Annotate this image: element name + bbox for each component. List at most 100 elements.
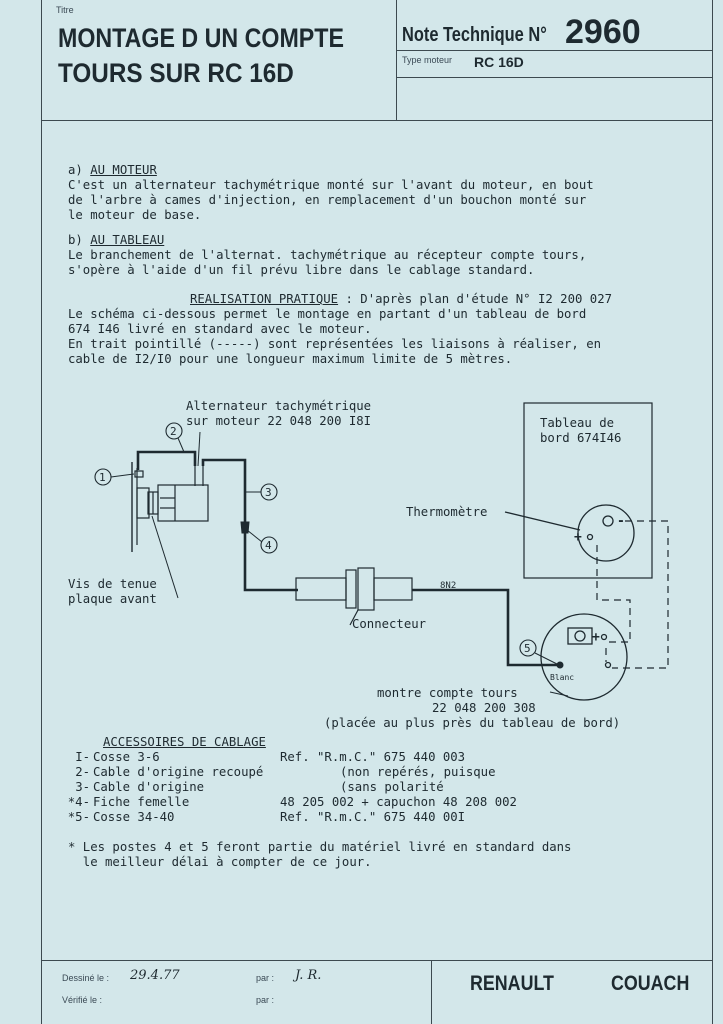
alternator-label-leader: [197, 431, 201, 467]
accessoire-ref-1: Ref. "R.m.C." 675 440 003: [280, 750, 466, 764]
section-a-line-3: le moteur de base.: [68, 208, 202, 222]
accessoires-note-line-2: le meilleur délai à compter de ce jour.: [68, 855, 372, 869]
callout-2-circle: [165, 422, 183, 440]
frame-right: [712, 0, 713, 1024]
accessoire-id-3: 3-: [75, 780, 90, 794]
section-b-label: b): [68, 233, 83, 247]
callout-5-number: 5: [524, 642, 531, 655]
accessoire-name-3: Cable d'origine: [93, 780, 205, 794]
section-a-line-1: C'est un alternateur tachymétrique monté…: [68, 178, 594, 192]
accessoire-name-2: Cable d'origine recoupé: [93, 765, 264, 779]
section-a-label: a): [68, 163, 83, 177]
realisation-line-2: 674 I46 livré en standard avec le moteur…: [68, 322, 372, 336]
tableau-de-bord-box: [523, 402, 653, 579]
accessoire-name-4: Fiche femelle: [93, 795, 190, 809]
header-bottom-rule: [41, 120, 713, 121]
callout-1-leader: [110, 473, 135, 478]
tableau-label-1: Tableau de: [540, 416, 614, 430]
callout-1-number: 1: [99, 471, 106, 484]
connector-ring: [345, 569, 357, 609]
thermometer-gauge: [577, 504, 635, 562]
tachometer-gauge: [540, 613, 628, 701]
realisation-heading: REALISATION PRATIQUE : D'après plan d'ét…: [190, 292, 612, 307]
tachometer-terminal-right: [600, 633, 608, 641]
thermometer-leader: [504, 511, 581, 531]
accessoire-ref-4: 48 205 002 + capuchon 48 208 002: [280, 795, 517, 809]
cosse-1: [134, 470, 144, 478]
section-b-line-2: s'opère à l'aide d'un fil prévu libre da…: [68, 263, 535, 277]
accessoire-name-5: Cosse 34-40: [93, 810, 175, 824]
tachometer-plus: +: [592, 630, 600, 645]
note-number: 2960: [565, 13, 641, 51]
thermometre-label: Thermomètre: [406, 505, 487, 519]
realisation-line-3: En trait pointillé (-----) sont représen…: [68, 337, 602, 351]
dashed-link-1: [612, 520, 669, 669]
par-value-1: J. R.: [295, 968, 322, 983]
callout-4-circle: [260, 536, 278, 554]
titre-label: Titre: [56, 5, 74, 15]
wire-2: [136, 450, 197, 470]
dessine-label: Dessiné le :: [62, 973, 110, 983]
accessoire-ref-3: (sans polarité: [340, 780, 444, 794]
accessoire-id-4: *4-: [67, 795, 90, 809]
connector-left-body: [295, 577, 347, 601]
alternator-label-2: sur moteur 22 048 200 I8I: [186, 414, 371, 428]
realisation-plan-ref: : D'après plan d'étude N° I2 200 027: [338, 292, 613, 306]
document-title-line2: TOURS SUR RC 16D: [58, 58, 294, 88]
wiring-diagram: 1 2 3 4 5 Alternateur tachymétrique sur …: [68, 399, 669, 730]
footer-vertical-rule: [431, 960, 432, 1024]
plate-screw: [136, 487, 150, 519]
type-moteur-label: Type moteur: [402, 55, 453, 65]
accessoire-id-2: 2-: [75, 765, 90, 779]
accessoires-title: ACCESSOIRES DE CABLAGE: [103, 735, 266, 749]
callout-5-circle: [519, 639, 537, 657]
realisation-line-4: cable de I2/I0 pour une longueur maximum…: [68, 352, 513, 366]
accessoire-id-1: I-: [75, 750, 90, 764]
frame-left: [41, 0, 42, 1024]
tachometer-knob: [574, 630, 586, 642]
callout-2-leader: [177, 437, 185, 453]
wire-code-label: 8N2: [440, 581, 456, 591]
accessoire-ref-5: Ref. "R.m.C." 675 440 00I: [280, 810, 466, 824]
connector-ring-2: [357, 567, 375, 611]
header-note-rule: [396, 50, 713, 51]
realisation-title: REALISATION PRATIQUE: [190, 292, 339, 306]
tachometer-window: [567, 627, 593, 645]
thermometer-terminal-left: [586, 533, 594, 541]
wire-3: [201, 458, 298, 592]
callout-3-number: 3: [265, 486, 272, 499]
note-technique-label: Note Technique N°: [402, 24, 547, 46]
thermometer-plus: +: [574, 530, 582, 545]
realisation-line-1: Le schéma ci-dessous permet le montage e…: [68, 307, 587, 321]
montre-label-3: (placée au plus près du tableau de bord): [324, 716, 620, 730]
section-a-line-2: de l'arbre à cames d'injection, en rempl…: [68, 193, 587, 207]
section-b-line-1: Le branchement de l'alternat. tachymétri…: [68, 248, 587, 262]
blanc-label: Blanc: [550, 673, 574, 682]
brand-couach: COUACH: [611, 972, 690, 995]
vis-label-2: plaque avant: [68, 592, 157, 606]
wire-8n2: [412, 588, 560, 667]
montre-label-leader: [549, 691, 569, 697]
accessoires-note-line-1: * Les postes 4 et 5 feront partie du mat…: [68, 840, 572, 854]
type-moteur-value: RC 16D: [474, 54, 524, 70]
accessoire-id-5: *5-: [67, 810, 90, 824]
montre-label-1: montre compte tours: [377, 686, 518, 700]
callout-4-number: 4: [265, 539, 272, 552]
header-type-rule: [396, 77, 713, 78]
accessoire-ref-2: (non repérés, puisque: [340, 765, 496, 779]
vis-label-1: Vis de tenue: [68, 577, 157, 591]
header-vertical-rule: [396, 0, 397, 121]
par-label-2: par :: [256, 995, 275, 1005]
fiche-femelle: [240, 521, 250, 534]
montre-label-2: 22 048 200 308: [432, 701, 536, 715]
section-a-title: AU MOTEUR: [90, 163, 157, 177]
callout-5-leader: [534, 652, 558, 665]
tachometer-terminal-bottom: [604, 661, 612, 669]
section-b-heading: b) AU TABLEAU: [68, 233, 164, 248]
document-title-line1: MONTAGE D UN COMPTE: [58, 23, 344, 53]
brand-renault: RENAULT: [470, 972, 554, 995]
thermometer-terminal-center: [602, 515, 614, 527]
section-a-heading: a) AU MOTEUR: [68, 163, 157, 178]
callout-4-leader: [246, 529, 263, 543]
